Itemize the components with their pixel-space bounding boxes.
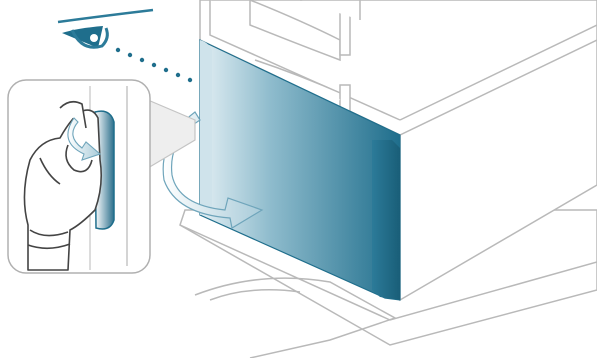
eye-icon xyxy=(58,10,153,48)
dotted-sightline xyxy=(116,48,192,82)
